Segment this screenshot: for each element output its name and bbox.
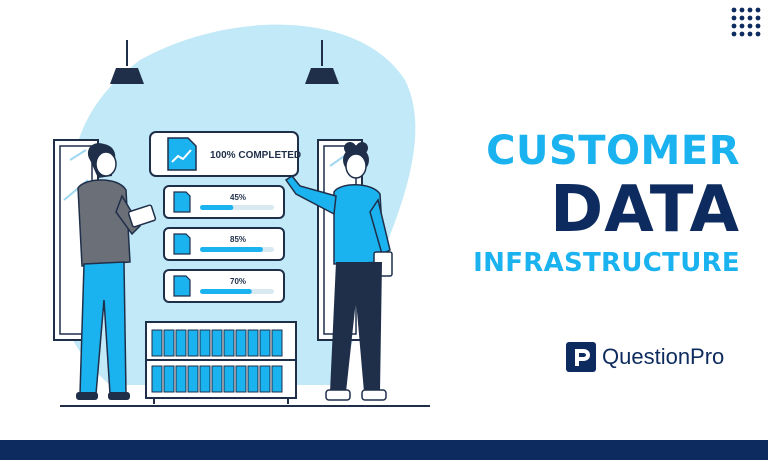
progress-card: 45% [163, 185, 285, 219]
headline-line-customer: CUSTOMER [486, 128, 740, 174]
document-icon [173, 275, 191, 297]
progress-fill [200, 289, 252, 294]
questionpro-logo-icon [566, 342, 596, 372]
progress-card: 85% [163, 227, 285, 261]
person-right [284, 142, 393, 401]
headline-line-infrastructure: INFRASTRUCTURE [473, 248, 740, 278]
ceiling-lamp-right [305, 40, 339, 84]
ceiling-lamp-left [110, 40, 144, 84]
completed-card: 100% COMPLETED [149, 131, 301, 177]
progress-label: 45% [230, 193, 246, 202]
headline: CUSTOMER DATA INFRASTRUCTURE [420, 128, 740, 280]
headline-line-data: DATA [550, 173, 740, 247]
dot-grid-decoration [731, 7, 761, 37]
progress-fill [200, 205, 234, 210]
progress-label: 85% [230, 235, 246, 244]
progress-card: 70% [163, 269, 285, 303]
document-chart-icon [167, 137, 197, 171]
completed-label: 100% COMPLETED [210, 150, 301, 161]
person-left [76, 143, 157, 400]
bottom-bar [0, 440, 768, 460]
brand: QuestionPro [566, 340, 724, 374]
bookshelf [145, 321, 297, 404]
document-icon [173, 233, 191, 255]
brand-name: QuestionPro [602, 344, 725, 369]
progress-label: 70% [230, 277, 246, 286]
progress-fill [200, 247, 263, 252]
document-icon [173, 191, 191, 213]
